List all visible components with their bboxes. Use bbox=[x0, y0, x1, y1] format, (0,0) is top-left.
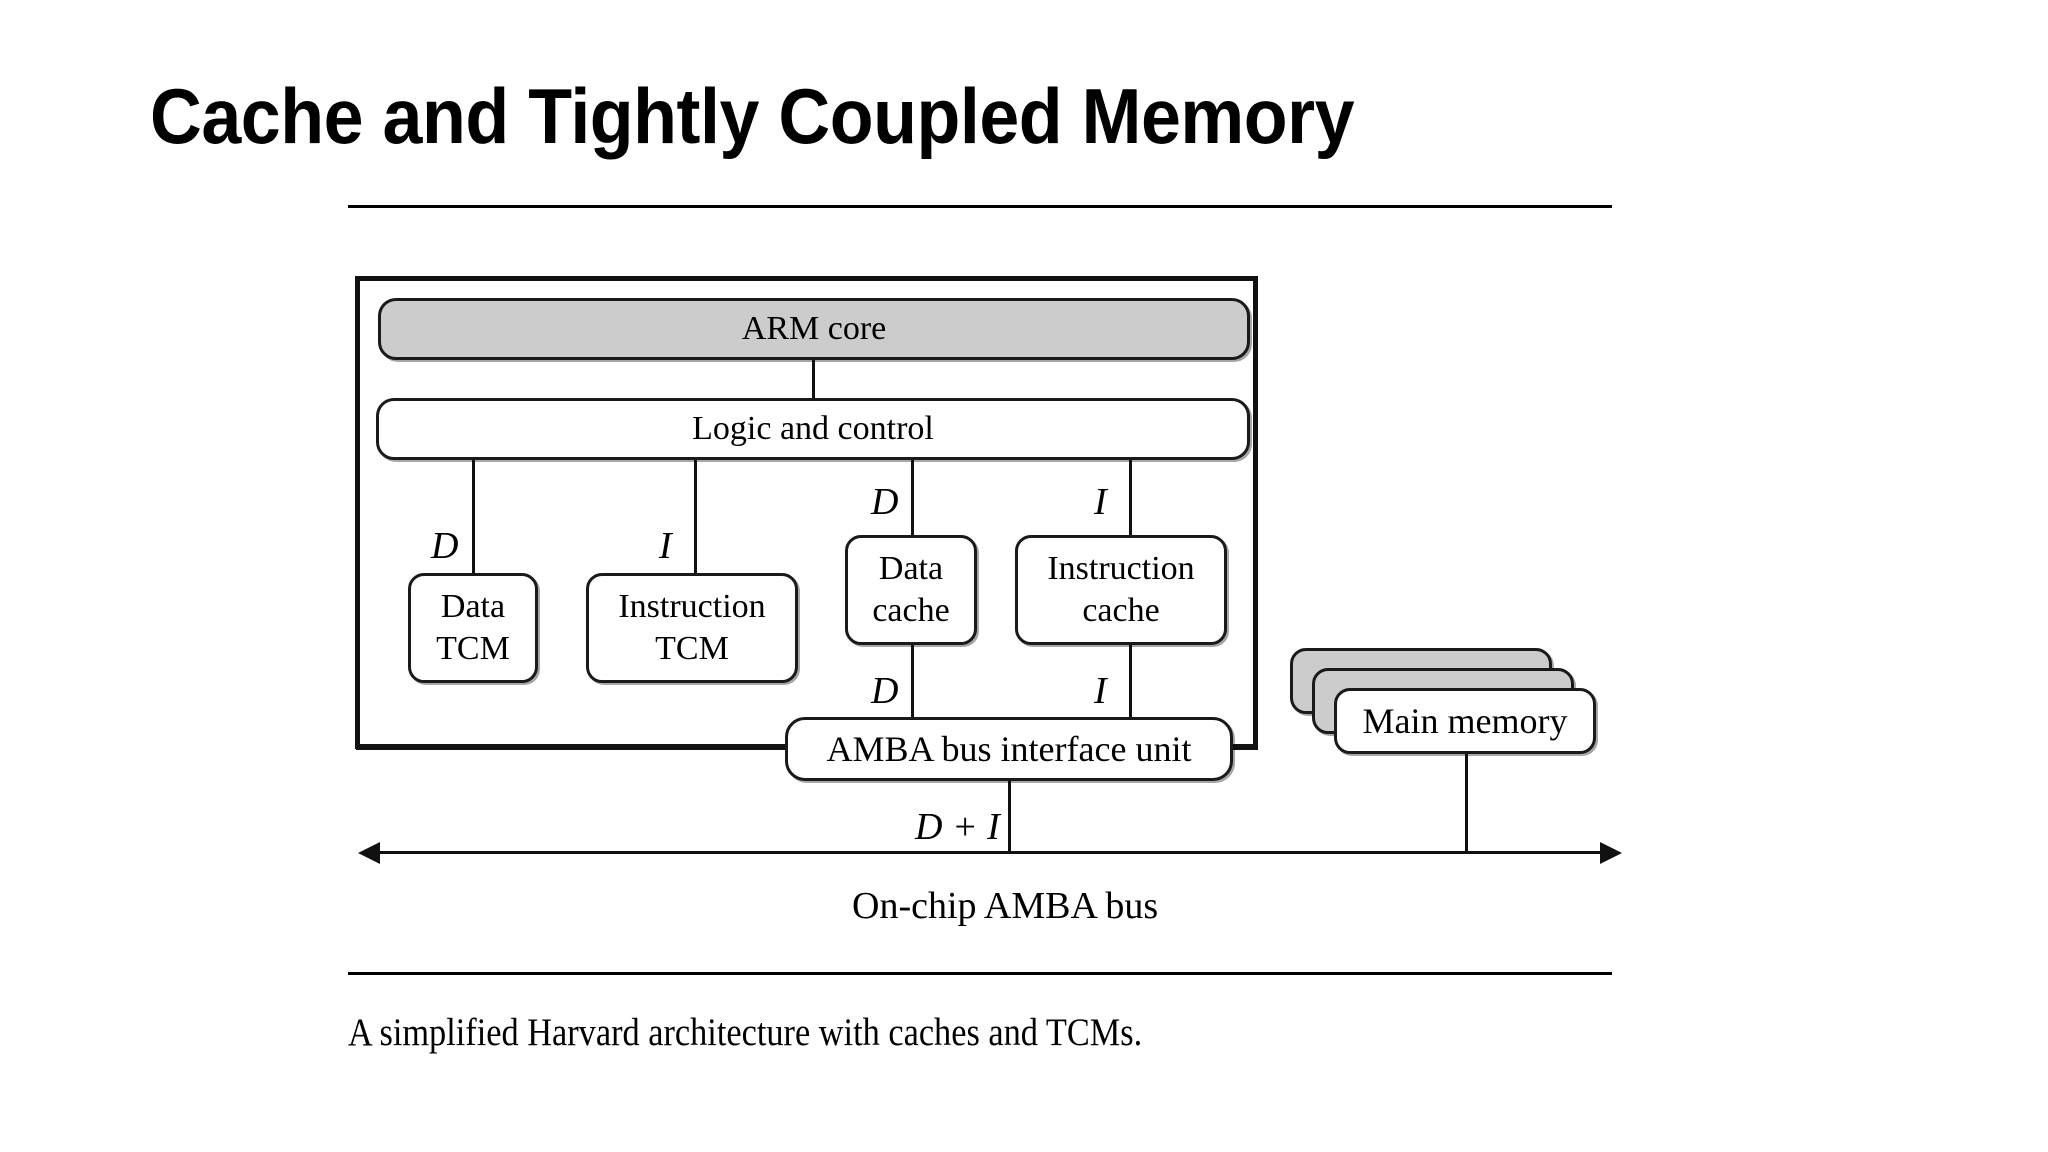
title-divider bbox=[348, 205, 1612, 208]
node-main-memory[interactable]: Main memory bbox=[1290, 648, 1600, 768]
connector-logic-to-instruction-tcm bbox=[694, 460, 697, 573]
node-instruction-cache-line1: Instruction bbox=[1047, 550, 1195, 587]
bus-label: On-chip AMBA bus bbox=[852, 885, 1159, 927]
connector-main-memory-to-bus bbox=[1465, 754, 1468, 852]
signal-label-data-cache-lower: D bbox=[871, 670, 899, 712]
node-arm-core[interactable]: ARM core bbox=[378, 298, 1250, 360]
connector-logic-to-data-tcm bbox=[472, 460, 475, 573]
caption-divider bbox=[348, 972, 1612, 975]
node-logic-control[interactable]: Logic and control bbox=[376, 398, 1250, 460]
node-data-tcm[interactable]: Data TCM bbox=[408, 573, 538, 683]
signal-label-data-tcm: D bbox=[431, 525, 459, 567]
connector-chip-left-to-amba bbox=[356, 747, 788, 750]
main-memory-layer-front: Main memory bbox=[1334, 688, 1596, 754]
signal-label-data-cache-upper: D bbox=[871, 481, 899, 523]
node-instruction-cache[interactable]: Instruction cache bbox=[1015, 535, 1227, 645]
node-data-cache-line2: cache bbox=[872, 592, 950, 629]
signal-label-instruction-tcm: I bbox=[659, 525, 672, 567]
connector-data-cache-to-amba bbox=[911, 645, 914, 719]
connector-logic-to-data-cache bbox=[911, 460, 914, 535]
bus-line bbox=[372, 851, 1604, 854]
node-main-memory-label: Main memory bbox=[1362, 701, 1568, 741]
connector-instruction-cache-to-amba bbox=[1129, 645, 1132, 719]
node-amba-bus-interface-unit[interactable]: AMBA bus interface unit bbox=[785, 717, 1233, 781]
bus-arrow-right-icon bbox=[1600, 842, 1622, 864]
node-instruction-cache-line2: cache bbox=[1082, 592, 1160, 629]
node-data-cache-line1: Data bbox=[878, 550, 944, 587]
signal-label-instruction-cache-upper: I bbox=[1094, 481, 1107, 523]
node-data-tcm-line2: TCM bbox=[436, 630, 510, 667]
figure-caption: A simplified Harvard architecture with c… bbox=[348, 1011, 1143, 1054]
node-arm-core-label: ARM core bbox=[741, 310, 887, 347]
node-data-cache[interactable]: Data cache bbox=[845, 535, 977, 645]
node-data-tcm-line1: Data bbox=[440, 588, 506, 625]
signal-label-instruction-cache-lower: I bbox=[1094, 670, 1107, 712]
node-instruction-tcm[interactable]: Instruction TCM bbox=[586, 573, 798, 683]
connector-chip-right-to-amba bbox=[1230, 747, 1258, 750]
connector-amba-to-bus bbox=[1008, 781, 1011, 852]
connector-core-to-logic bbox=[812, 360, 815, 398]
node-logic-control-label: Logic and control bbox=[692, 410, 934, 447]
signal-label-bus-link: D + I bbox=[915, 806, 1000, 848]
node-instruction-tcm-line2: TCM bbox=[655, 630, 729, 667]
page-title: Cache and Tightly Coupled Memory bbox=[150, 72, 1355, 160]
connector-logic-to-instruction-cache bbox=[1129, 460, 1132, 535]
node-instruction-tcm-line1: Instruction bbox=[618, 588, 766, 625]
bus-arrow-left-icon bbox=[358, 842, 380, 864]
node-amba-label: AMBA bus interface unit bbox=[826, 729, 1192, 769]
